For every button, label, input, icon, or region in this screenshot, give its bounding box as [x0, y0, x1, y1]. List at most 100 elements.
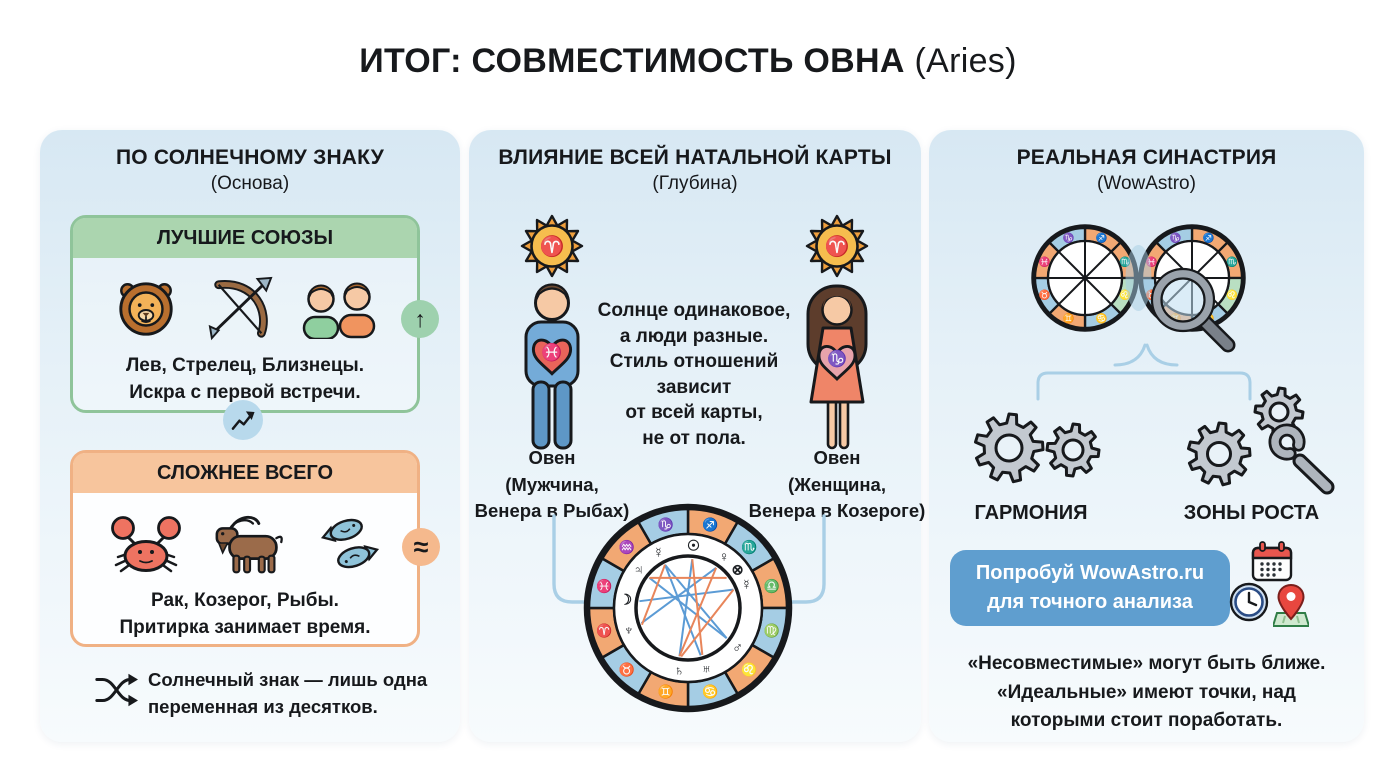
center-line: а люди разные.: [619, 325, 769, 347]
svg-text:☿: ☿: [653, 546, 664, 562]
svg-text:♉: ♉: [1039, 289, 1051, 301]
man-venus-sign-glyph: ♓: [541, 342, 562, 362]
woman-venus-sign-glyph: ♑: [827, 349, 847, 368]
approx-badge: ≈: [402, 528, 440, 566]
trend-up-badge: [223, 400, 263, 440]
sun-sign-panel-subtitle: (Основа): [210, 173, 290, 194]
curly-brace: [1113, 343, 1179, 367]
page-title-suffix: (Aries): [914, 42, 1017, 80]
gemini-twins-icon: [302, 282, 376, 339]
woman-label-line: Венера в Козероге): [748, 500, 926, 521]
natal-chart-wheel: ♐♏♎♍♌♋♊♉♈♓♒♑☿☉♀⊗☿♂♅♄♆☽♃: [583, 503, 793, 713]
synastry-panel-subtitle: (WowAstro): [1097, 173, 1196, 194]
woman-label-line: Овен: [813, 447, 861, 468]
synastry-footnote-line: «Несовместимые» могут быть ближе.: [967, 653, 1326, 674]
synastry-footnote-line: «Идеальные» имеют точки, над: [997, 681, 1296, 703]
man-label-line: Венера в Рыбах): [474, 500, 630, 521]
footnote-line1: Солнечный знак — лишь одна: [148, 669, 428, 690]
svg-text:♉: ♉: [619, 662, 635, 677]
svg-text:♐: ♐: [1203, 232, 1215, 244]
hardest-header: СЛОЖНЕЕ ВСЕГО: [73, 453, 417, 493]
svg-text:♅: ♅: [701, 662, 712, 678]
sun-aries-icon-left: ♈: [520, 214, 584, 278]
up-arrow-icon: ↑: [414, 305, 426, 332]
cta-line2: для точного анализа: [987, 590, 1193, 613]
hardest-box: СЛОЖНЕЕ ВСЕГО: [70, 450, 420, 647]
svg-text:♑: ♑: [1062, 232, 1074, 244]
svg-text:♃: ♃: [633, 562, 644, 578]
synastry-wheels: ♐♏♌♋♊♉♓♑♐♏♌♋♊♉♓♑: [1031, 224, 1246, 353]
svg-text:♋: ♋: [1096, 313, 1108, 325]
woman-label: Овен (Женщина, Венера в Козероге): [727, 445, 947, 525]
svg-text:♎: ♎: [764, 578, 780, 593]
svg-text:♆: ♆: [623, 623, 634, 639]
cta-line1: Попробуй WowAstro.ru: [975, 561, 1205, 584]
page-title: ИТОГ: СОВМЕСТИМОСТЬ ОВНА (Aries): [0, 42, 1376, 81]
capricorn-goat-icon: [215, 515, 283, 574]
svg-text:☿: ☿: [741, 578, 752, 594]
clock-icon: [1229, 582, 1269, 622]
synastry-panel-title: РЕАЛЬНАЯ СИНАСТРИЯ: [1016, 146, 1277, 169]
hardest-line1: Рак, Козерог, Рыбы.: [151, 590, 339, 611]
growth-zones-label: ЗОНЫ РОСТА: [1183, 502, 1320, 524]
svg-text:♊: ♊: [658, 684, 674, 699]
svg-text:♐: ♐: [1096, 232, 1108, 244]
sagittarius-bow-icon: [208, 276, 273, 341]
center-line: Солнце одинаковое,: [597, 300, 791, 321]
panel-sun-sign: ПО СОЛНЕЧНОМУ ЗНАКУ (Основа) ЛУЧШИЕ СОЮЗ…: [40, 130, 460, 742]
center-line: зависит: [656, 376, 732, 398]
best-unions-header: ЛУЧШИЕ СОЮЗЫ: [73, 218, 417, 258]
svg-text:♒: ♒: [619, 540, 635, 555]
best-unions-icon-row: [73, 266, 417, 352]
svg-text:☉: ☉: [687, 539, 700, 555]
man-heart-icon: [531, 338, 573, 376]
map-pin-icon: [1273, 583, 1309, 627]
natal-panel-subtitle: (Глубина): [652, 173, 738, 194]
svg-text:⊗: ⊗: [732, 562, 744, 578]
svg-text:☽: ☽: [619, 593, 632, 609]
svg-text:♑: ♑: [1169, 232, 1181, 244]
hardest-text: Рак, Козерог, Рыбы. Притирка занимает вр…: [73, 587, 417, 641]
sun-aries-icon-right: ♈: [805, 214, 869, 278]
svg-text:♍: ♍: [764, 623, 780, 638]
center-line: Стиль отношений: [609, 351, 779, 372]
hardest-icon-row: [73, 501, 417, 587]
best-unions-line2: Искра с первой встречи.: [129, 382, 361, 403]
svg-text:♑: ♑: [658, 517, 674, 532]
center-line: от всей карты,: [625, 402, 763, 423]
svg-text:♓: ♓: [596, 578, 612, 593]
svg-text:♈: ♈: [825, 234, 850, 258]
harmony-label: ГАРМОНИЯ: [974, 502, 1088, 524]
svg-text:♀: ♀: [719, 550, 730, 566]
man-label: Овен (Мужчина, Венера в Рыбах): [469, 445, 635, 525]
man-label-line: Овен: [528, 447, 576, 468]
svg-text:♈: ♈: [596, 623, 612, 638]
natal-panel-title: ВЛИЯНИЕ ВСЕЙ НАТАЛЬНОЙ КАРТЫ: [498, 146, 892, 169]
up-arrow-badge: ↑: [401, 300, 439, 338]
man-label-line: (Мужчина,: [505, 473, 599, 495]
cancer-crab-icon: [111, 516, 181, 573]
split-bracket: [1036, 371, 1252, 401]
panel-synastry: РЕАЛЬНАЯ СИНАСТРИЯ (WowAstro) ♐ ♏ ♌ ♋ ♊ ♉ ♓ ♑ ♐ ♏…: [929, 130, 1364, 742]
svg-text:♓: ♓: [1146, 256, 1158, 268]
synastry-footnote-line: которыми стоит поработать.: [1010, 710, 1283, 731]
best-unions-box: ЛУЧШИЕ СОЮЗЫ: [70, 215, 420, 413]
page-title-main: ИТОГ: СОВМЕСТИМОСТЬ ОВНА: [359, 42, 905, 80]
woman-heart-icon: [817, 345, 857, 382]
svg-text:♊: ♊: [1062, 313, 1074, 325]
harmony-gears-icon: [974, 412, 1101, 484]
wowastro-cta-button[interactable]: Попробуй WowAstro.ru для точного анализа: [950, 550, 1230, 626]
svg-text:♏: ♏: [1119, 256, 1131, 268]
hardest-line2: Притирка занимает время.: [119, 617, 371, 638]
shuffle-icon: [95, 673, 138, 707]
best-unions-line1: Лев, Стрелец, Близнецы.: [125, 355, 365, 376]
svg-text:♌: ♌: [1226, 289, 1238, 301]
svg-text:♓: ♓: [1039, 256, 1051, 268]
calendar-icon: [1251, 541, 1293, 582]
svg-text:♏: ♏: [1226, 256, 1238, 268]
trend-up-icon: [231, 411, 255, 430]
svg-text:♄: ♄: [674, 664, 685, 680]
center-line: не от пола.: [642, 427, 746, 449]
svg-text:♋: ♋: [702, 684, 718, 699]
